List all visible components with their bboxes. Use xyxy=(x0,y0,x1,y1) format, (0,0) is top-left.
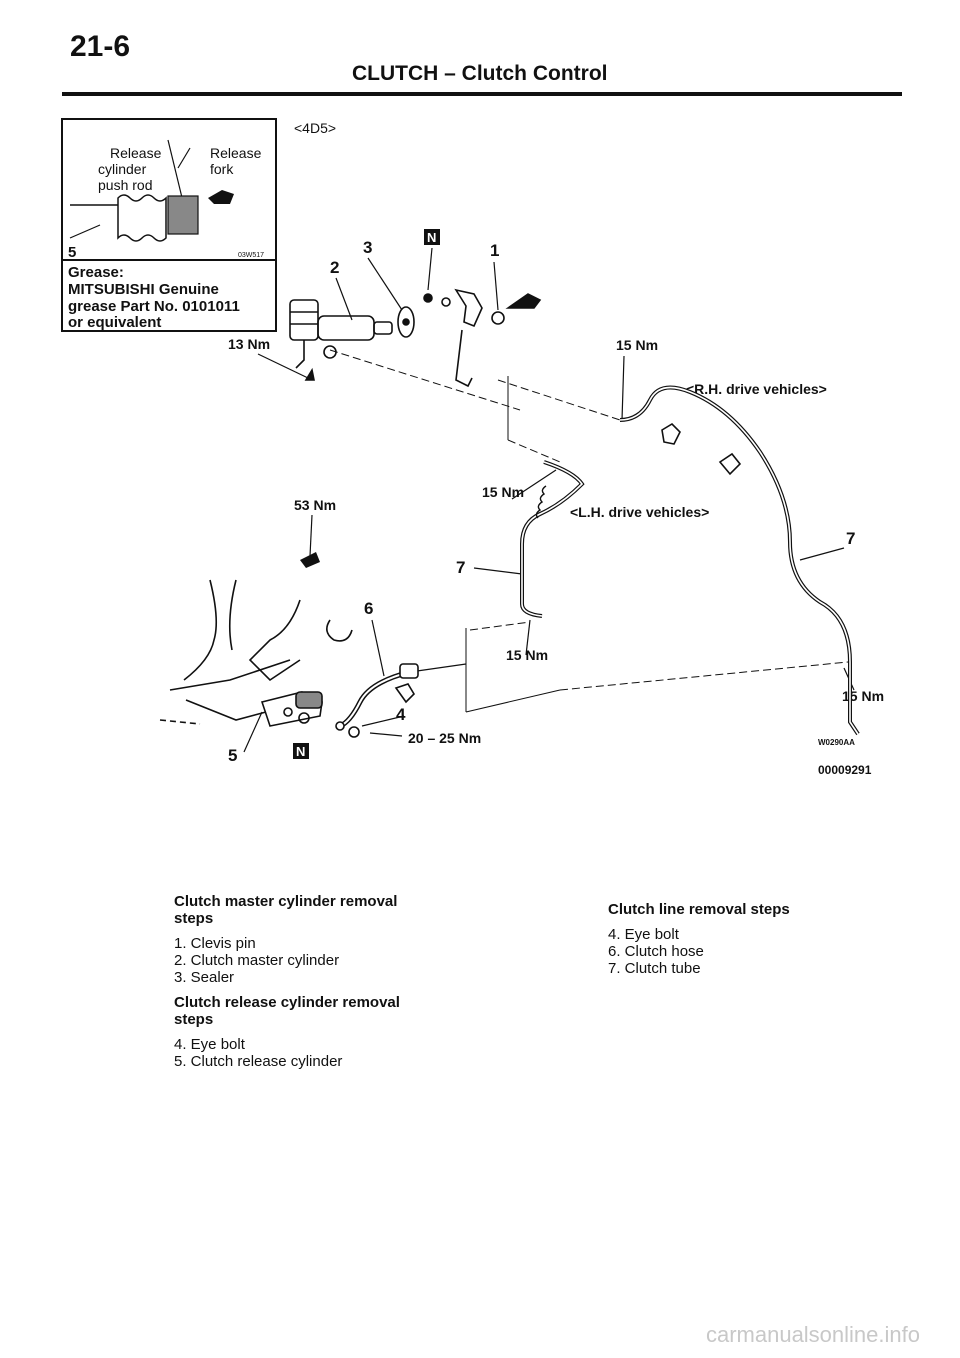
inset-callout-5: 5 xyxy=(68,244,76,261)
release-step-1: 4. Eye bolt xyxy=(174,1036,245,1053)
callout-3: 3 xyxy=(363,238,372,257)
model-tag: <4D5> xyxy=(294,120,336,136)
hose-leader xyxy=(409,663,467,673)
leader-line xyxy=(69,224,101,239)
inset-label-push-rod-3: push rod xyxy=(98,177,152,193)
new-part-symbol-letter: N xyxy=(296,744,305,759)
leader-lines xyxy=(243,247,855,753)
spacer xyxy=(174,986,474,994)
frame-lines xyxy=(465,376,561,713)
inset-label-push-rod-2: cylinder xyxy=(98,161,147,177)
inset-label-fork-2: fork xyxy=(210,161,234,177)
callout-5: 5 xyxy=(228,746,237,765)
line-steps-heading: Clutch line removal steps xyxy=(608,901,790,918)
torque-20-25nm: 20 – 25 Nm xyxy=(408,730,481,746)
callout-1: 1 xyxy=(490,241,499,260)
phantom-lines xyxy=(329,349,849,691)
master-cylinder-sealer xyxy=(397,306,415,338)
callout-2: 2 xyxy=(330,258,339,277)
clutch-control-diagram: Release cylinder push rod Release fork 5… xyxy=(61,118,884,777)
torque-15nm-pedal-side: 15 Nm xyxy=(506,647,548,663)
clutch-tube-lh xyxy=(520,460,585,618)
release-steps-heading-2: steps xyxy=(174,1011,214,1028)
release-fork-shape xyxy=(167,195,199,235)
line-step-1: 4. Eye bolt xyxy=(608,926,679,943)
release-steps-heading-1: Clutch release cylinder removal xyxy=(174,994,400,1011)
master-cylinder-steps: Clutch master cylinder removal steps 1. … xyxy=(174,893,474,1070)
grease-line-3: grease Part No. 0101011 xyxy=(68,298,240,315)
rh-drive-label: <R.H. drive vehicles> xyxy=(686,381,827,397)
grease-line-2: MITSUBISHI Genuine xyxy=(68,281,219,298)
spacer xyxy=(608,918,868,926)
new-part-symbol-letter: N xyxy=(427,230,436,245)
tube-clamp xyxy=(661,422,742,476)
clutch-release-cylinder xyxy=(159,579,353,727)
torque-13nm: 13 Nm xyxy=(228,336,270,352)
new-part-symbol xyxy=(293,743,309,759)
callout-6: 6 xyxy=(364,599,373,618)
rubber-boot xyxy=(117,194,167,242)
clutch-tube-lh-inner xyxy=(521,461,584,617)
master-steps-heading-1: Clutch master cylinder removal xyxy=(174,893,398,910)
grease-line-4: or equivalent xyxy=(68,314,161,331)
bolt-53nm xyxy=(300,552,320,568)
inset-code: 03W517 xyxy=(238,252,264,259)
grease-gun-icon xyxy=(208,190,234,204)
lh-drive-label: <L.H. drive vehicles> xyxy=(570,504,709,520)
callout-4: 4 xyxy=(396,705,406,724)
master-step-2: 2. Clutch master cylinder xyxy=(174,952,340,969)
leader-line xyxy=(177,147,191,169)
master-step-3: 3. Sealer xyxy=(174,969,235,986)
release-step-2: 5. Clutch release cylinder xyxy=(174,1053,343,1070)
torque-53nm: 53 Nm xyxy=(294,497,336,513)
callout-7-rh: 7 xyxy=(846,529,855,548)
clevis-pin xyxy=(423,288,542,388)
figure-code-1: W0290AA xyxy=(818,738,855,747)
watermark: carmanualsonline.info xyxy=(705,1322,920,1347)
inset-frame xyxy=(61,118,277,332)
torque-15nm-lh: 15 Nm xyxy=(482,484,524,500)
torque-15nm-rh: 15 Nm xyxy=(616,337,658,353)
clutch-line-steps: Clutch line removal steps 4. Eye bolt 6.… xyxy=(608,901,868,977)
figure-code-2: 00009291 xyxy=(818,763,872,777)
line-step-3: 7. Clutch tube xyxy=(608,960,701,977)
hose-fittings xyxy=(335,663,419,738)
spacer xyxy=(174,1028,474,1036)
header-rule xyxy=(62,92,902,96)
page-number: 21-6 xyxy=(70,30,131,63)
grease-line-1: Grease: xyxy=(68,264,124,281)
callout-7-lh: 7 xyxy=(456,558,465,577)
line-step-2: 6. Clutch hose xyxy=(608,943,704,960)
spacer xyxy=(174,927,474,935)
clutch-hose-inner xyxy=(339,671,411,727)
inset-label-push-rod-1: Release xyxy=(110,145,162,161)
clutch-tube-rh-inner xyxy=(619,386,859,735)
master-step-1: 1. Clevis pin xyxy=(174,935,256,952)
master-steps-heading-2: steps xyxy=(174,910,214,927)
grease-inset: Release cylinder push rod Release fork 5… xyxy=(61,118,277,332)
section-title: CLUTCH – Clutch Control xyxy=(352,62,608,85)
tube-coil xyxy=(535,485,547,519)
torque-15nm-right: 15 Nm xyxy=(842,688,884,704)
new-part-symbol xyxy=(424,229,440,245)
clutch-master-cylinder xyxy=(289,299,393,381)
inset-label-fork-1: Release xyxy=(210,145,262,161)
clutch-tube-rh xyxy=(619,385,860,736)
